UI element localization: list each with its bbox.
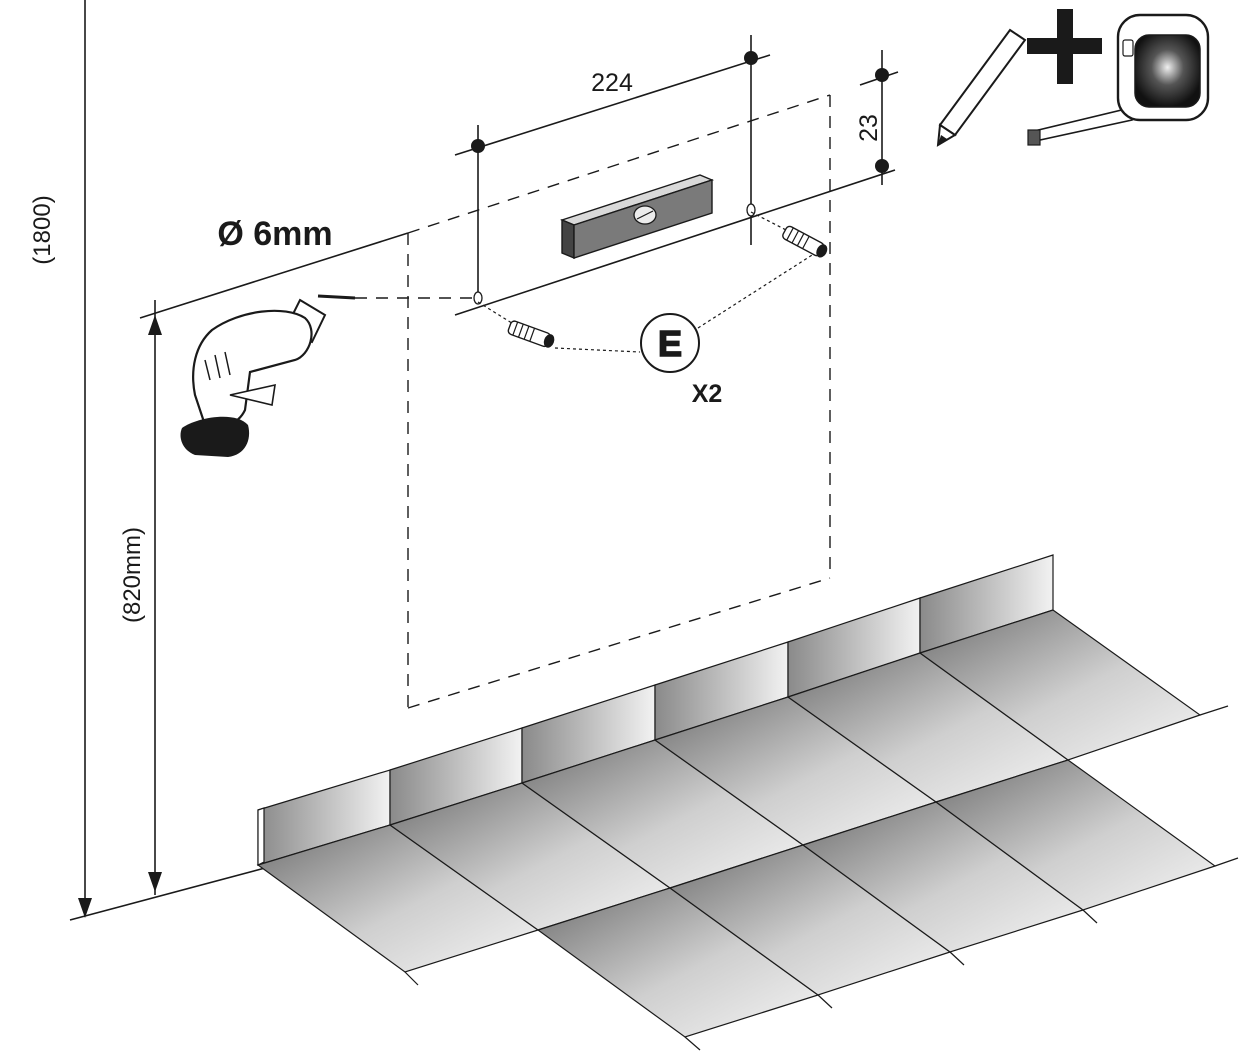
drill-diameter-label: Ø 6mm <box>217 215 332 253</box>
pencil-icon <box>936 28 1027 147</box>
spirit-level-icon <box>559 174 715 260</box>
tv-outline <box>355 94 831 709</box>
vertical-offset-dimension: 23 <box>855 50 899 185</box>
mount-height-label: (820mm) <box>119 527 146 623</box>
hole-spacing-label: 224 <box>591 69 633 97</box>
drill-icon <box>180 294 356 457</box>
total-height-label: (1800) <box>29 195 56 264</box>
vertical-offset-label: 23 <box>855 114 883 142</box>
mount-height-dimension: (820mm) <box>119 300 162 895</box>
floor-tiles <box>256 554 1239 1051</box>
part-letter: E <box>658 323 682 364</box>
quantity-label: X2 <box>692 380 723 408</box>
part-e-badge: E <box>640 313 700 373</box>
total-height-dimension: (1800) <box>29 0 92 918</box>
tape-measure-icon <box>1027 13 1210 146</box>
wall-plug-icon <box>477 211 828 353</box>
plus-icon <box>1027 9 1102 84</box>
hole-spacing-dimension: 224 <box>454 35 771 302</box>
